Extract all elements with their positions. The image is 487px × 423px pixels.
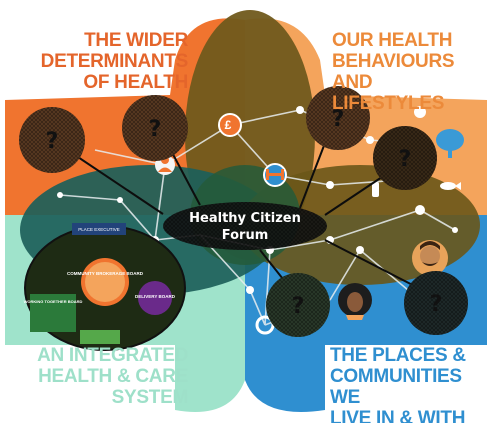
heading-wider-determinants: THE WIDER DETERMINANTS OF HEALTH: [40, 30, 189, 93]
bottle-icon: [372, 182, 379, 197]
svg-text:?: ?: [149, 117, 162, 142]
svg-text:WORKING TOGETHER BOARD: WORKING TOGETHER BOARD: [24, 299, 83, 304]
svg-text:?: ?: [332, 107, 345, 132]
pound-icon: £: [220, 116, 236, 132]
woman-avatar-icon: [338, 283, 372, 320]
heading-places-communities: THE PLACES & COMMUNITIES WE LIVE IN & WI…: [330, 345, 466, 423]
inset-diagram: PLACE EXECUTIVE COMMUNITY BROKERAGE BOAR…: [24, 223, 186, 351]
fish-icon: [440, 182, 461, 190]
unknown-node-5: ?: [259, 249, 330, 337]
heading-integrated-care: AN INTEGRATED HEALTH & CARE SYSTEM: [37, 345, 188, 408]
tree-icon: [436, 129, 464, 158]
svg-text:?: ?: [430, 292, 443, 317]
unknown-node-1: ?: [19, 107, 164, 215]
unknown-node-4: ?: [324, 126, 437, 216]
svg-text:?: ?: [46, 129, 59, 154]
unknown-node-6: ?: [324, 239, 468, 335]
svg-text:DELIVERY BOARD: DELIVERY BOARD: [135, 294, 176, 299]
man-avatar-icon: [412, 240, 448, 276]
unknown-node-3: ?: [299, 86, 370, 209]
svg-text:£: £: [225, 118, 232, 132]
svg-text:?: ?: [399, 147, 412, 172]
forum-line-2: Forum: [222, 228, 269, 243]
dumbbell-icon: [266, 169, 284, 180]
svg-text:COMMUNITY BROKERAGE BOARD: COMMUNITY BROKERAGE BOARD: [67, 271, 144, 276]
svg-text:PLACE EXECUTIVE: PLACE EXECUTIVE: [78, 227, 120, 232]
healthy-citizen-forum: Healthy Citizen Forum: [163, 202, 327, 250]
forum-line-1: Healthy Citizen: [189, 211, 301, 226]
heading-health-behaviours: OUR HEALTH BEHAVIOURS AND LIFESTYLES: [332, 30, 455, 114]
lightbulb-icon: [414, 106, 426, 118]
unknown-node-2: ?: [122, 95, 201, 206]
svg-text:?: ?: [292, 294, 305, 319]
